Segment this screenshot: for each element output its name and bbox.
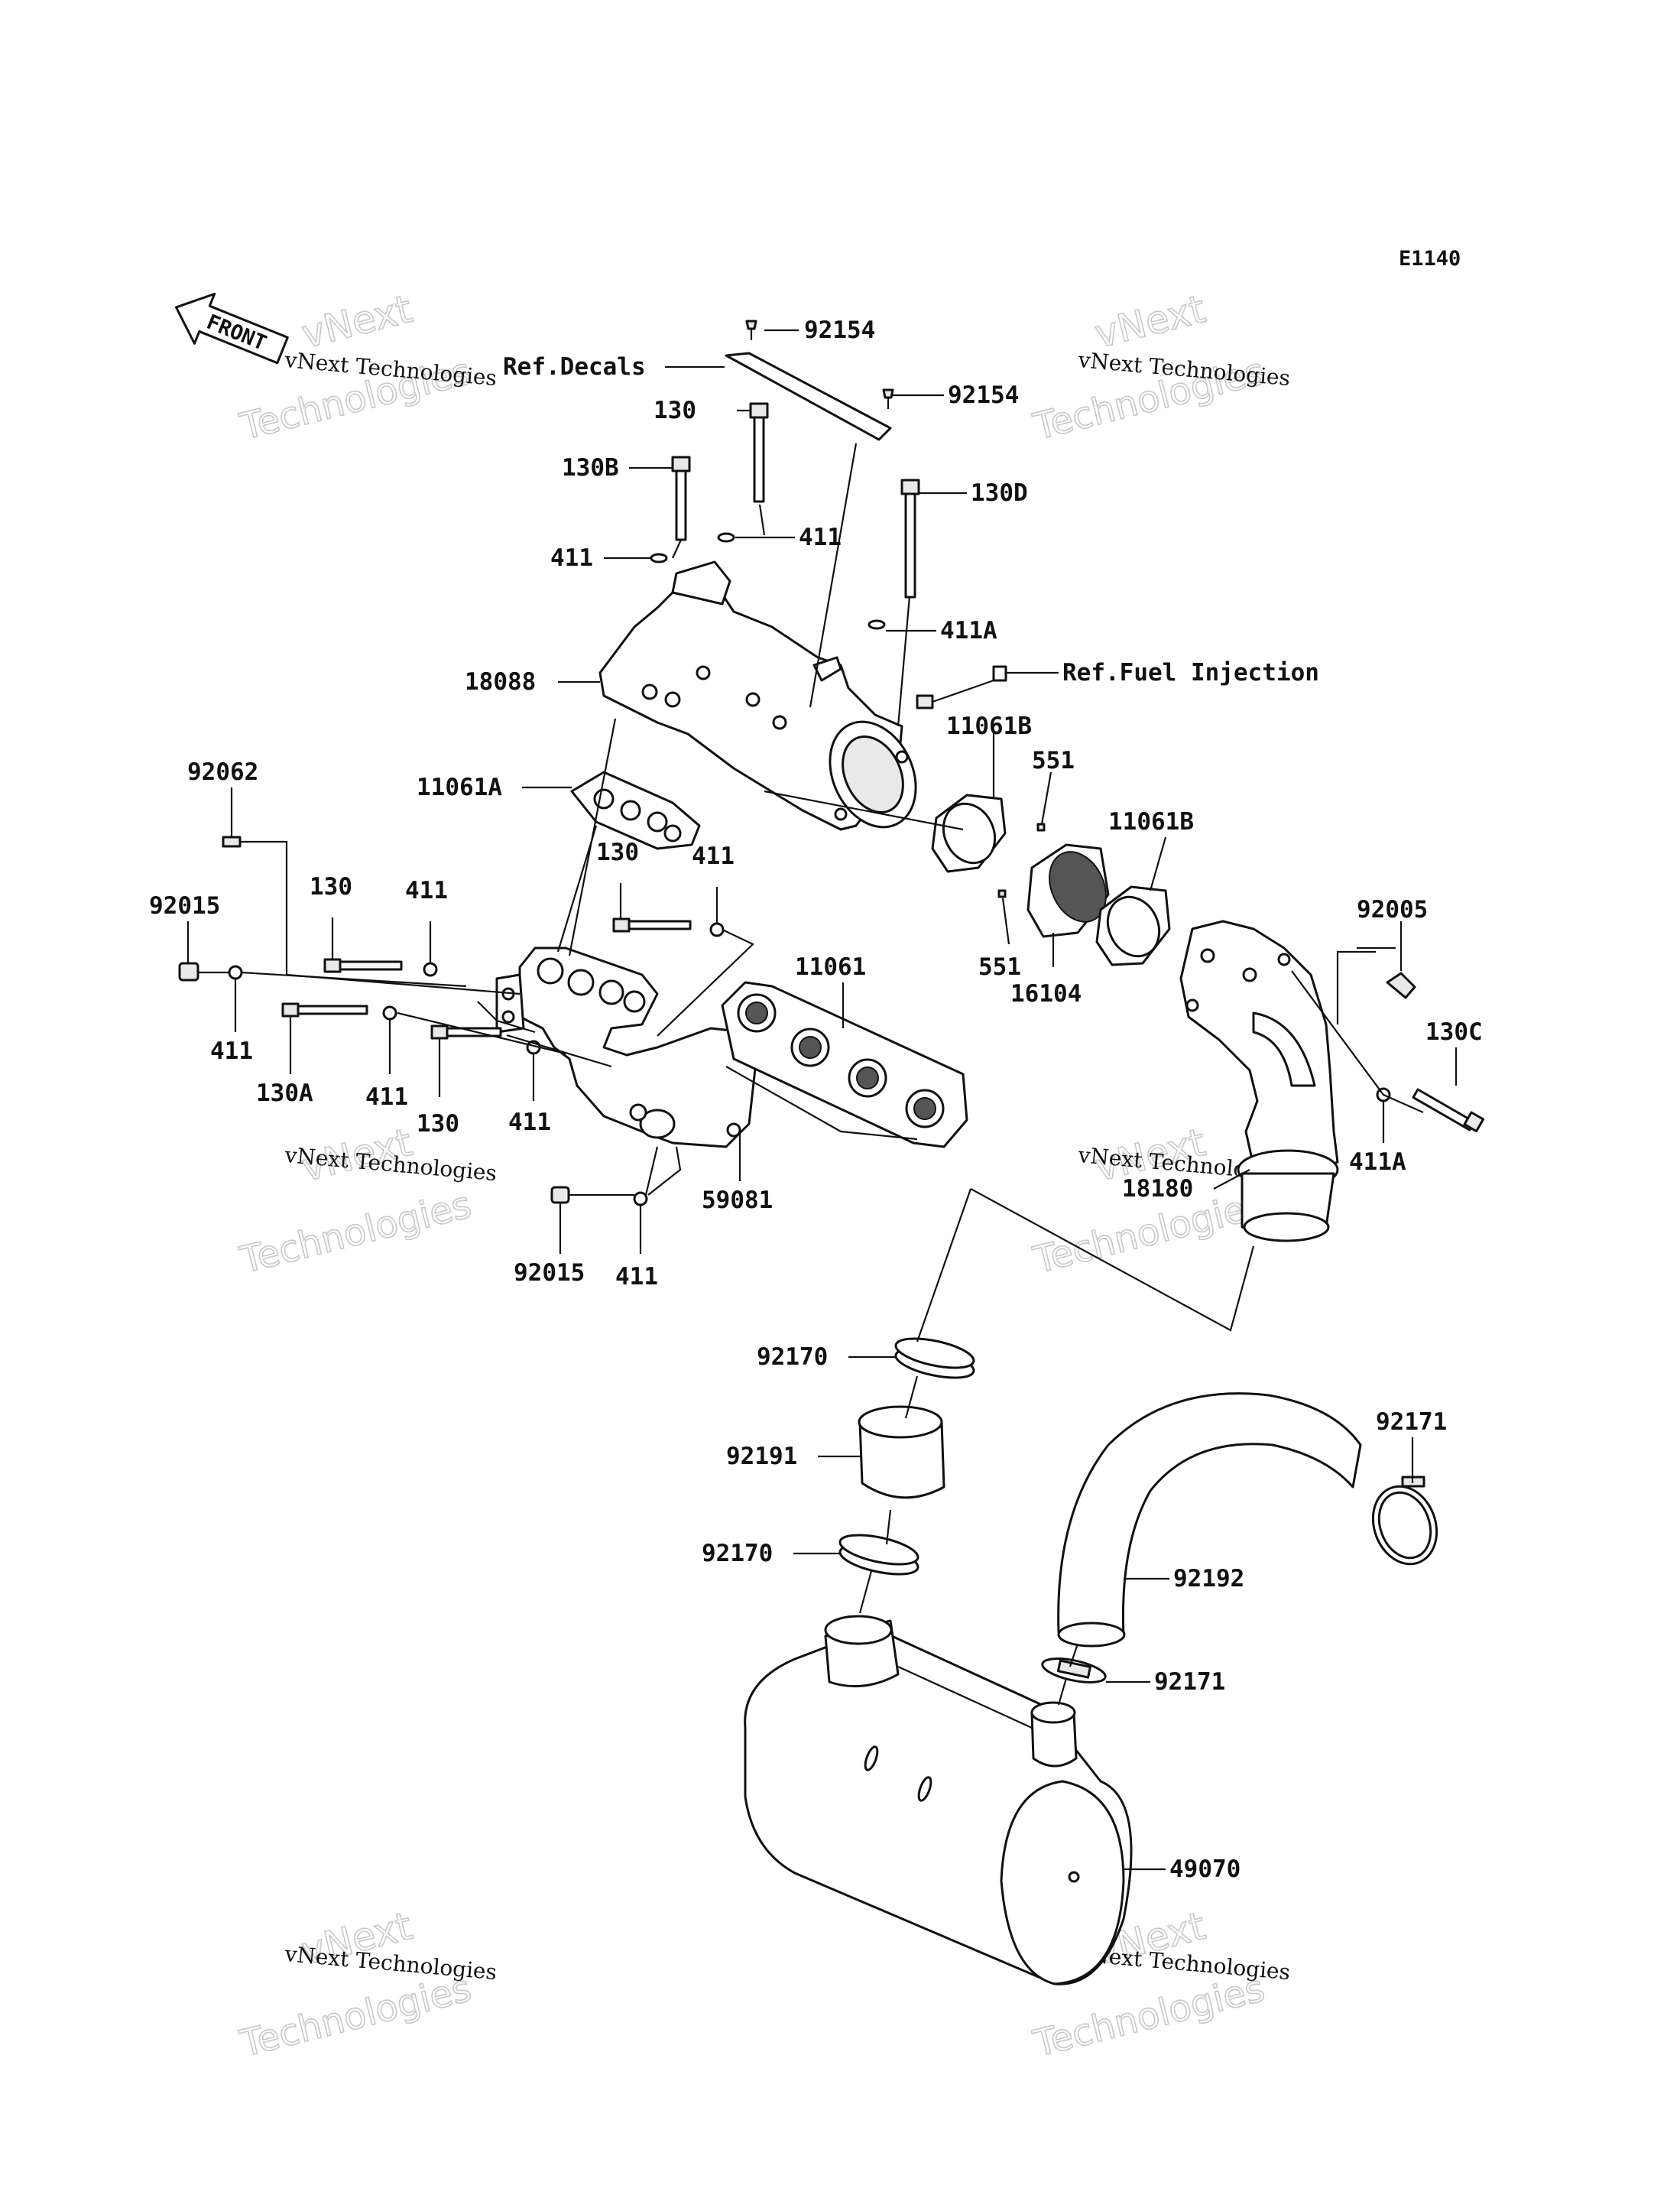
label-92170: 92170 xyxy=(757,1343,828,1371)
bolt-130-b xyxy=(323,958,403,973)
label-411: 411 xyxy=(550,544,593,572)
hose-92192 xyxy=(1057,1392,1362,1648)
bolt-130c xyxy=(1412,1088,1485,1133)
fitting-92005 xyxy=(1386,972,1416,999)
exhaust-elbow-18180 xyxy=(1179,920,1339,1242)
washer-411-c xyxy=(228,965,243,980)
label-551: 551 xyxy=(1032,747,1075,774)
watermark-text: Technologies xyxy=(235,1183,475,1282)
watermark-text: Technologies xyxy=(235,1967,475,2066)
label-11061b: 11061B xyxy=(946,713,1032,740)
label-92015: 92015 xyxy=(149,892,220,920)
label-551: 551 xyxy=(978,953,1021,981)
gasket-11061 xyxy=(721,981,968,1148)
ref-fuel-injection-label: Ref.Fuel Injection xyxy=(1062,659,1319,687)
label-92171: 92171 xyxy=(1376,1408,1447,1436)
label-411: 411 xyxy=(615,1263,658,1291)
label-411: 411 xyxy=(692,843,735,870)
muffler-49070 xyxy=(744,1615,1133,1985)
exhaust-manifold-18088 xyxy=(598,560,917,831)
label-130b: 130B xyxy=(562,454,619,482)
label-130: 130 xyxy=(654,397,696,424)
watermark-mid-left: vNext Technologies vNext Technologies xyxy=(235,1119,498,1282)
pin-551-b xyxy=(997,889,1007,898)
label-18088: 18088 xyxy=(465,668,536,696)
label-411a: 411A xyxy=(1349,1148,1406,1176)
watermark-text: vNext xyxy=(1091,287,1210,357)
screw-92154-b xyxy=(882,388,894,409)
label-16104: 16104 xyxy=(1010,980,1082,1008)
bolt-130d xyxy=(900,479,920,599)
part-labels: 92154 92154 Ref.Decals 130 130B 130D 411… xyxy=(149,317,1483,1883)
nut-92015-a xyxy=(178,962,199,982)
watermark-text: vNext xyxy=(297,287,417,357)
ref-decals-label: Ref.Decals xyxy=(503,353,646,381)
label-59081: 59081 xyxy=(702,1187,773,1214)
clamp-92170-a xyxy=(894,1337,975,1379)
label-11061b: 11061B xyxy=(1108,808,1194,836)
label-130: 130 xyxy=(310,873,352,901)
label-11061a: 11061A xyxy=(417,774,502,801)
washer-411-d xyxy=(423,962,438,977)
label-92015: 92015 xyxy=(514,1259,585,1287)
label-11061: 11061 xyxy=(795,953,866,981)
label-130a: 130A xyxy=(256,1080,313,1107)
gasket-11061b-b xyxy=(1095,885,1171,966)
nut-92015-b xyxy=(550,1186,570,1204)
label-411a: 411A xyxy=(940,617,997,644)
washer-411-h xyxy=(633,1191,648,1206)
leader-lines xyxy=(186,329,1458,1871)
label-92005: 92005 xyxy=(1357,896,1428,924)
bolt-130-c xyxy=(612,917,692,933)
diagram-code: E1140 xyxy=(1399,247,1461,271)
washer-411-f xyxy=(382,1005,397,1021)
bolt-130-top xyxy=(749,402,769,503)
adapter-16104 xyxy=(1026,843,1110,938)
front-arrow-icon: FRONT xyxy=(174,292,289,365)
label-411: 411 xyxy=(799,524,842,551)
hose-92191 xyxy=(858,1405,945,1499)
exhaust-pipe-assembly xyxy=(495,946,758,1148)
watermark-top-left: vNext Technologies vNext Technologies xyxy=(235,286,498,449)
stud-92062 xyxy=(222,836,242,848)
label-130: 130 xyxy=(417,1110,459,1138)
label-92192: 92192 xyxy=(1173,1565,1244,1592)
washer-411-a xyxy=(650,553,668,563)
bolt-130b xyxy=(671,456,691,541)
label-411: 411 xyxy=(405,877,448,904)
label-92062: 92062 xyxy=(187,758,258,786)
label-49070: 49070 xyxy=(1169,1855,1241,1883)
watermark-bottom-left: vNext Technologies vNext Technologies xyxy=(235,1903,498,2066)
washer-411a-top xyxy=(868,619,886,630)
clamp-92170-b xyxy=(838,1534,919,1576)
gasket-11061b-a xyxy=(931,794,1007,873)
watermark-top-right: vNext Technologies vNext Technologies xyxy=(1029,286,1292,449)
label-411: 411 xyxy=(210,1037,253,1065)
label-411: 411 xyxy=(508,1109,551,1136)
decal-bracket xyxy=(725,352,892,441)
gasket-11061a xyxy=(570,771,701,850)
label-92154: 92154 xyxy=(804,317,875,344)
clamp-92171-a xyxy=(1371,1476,1438,1566)
label-92170: 92170 xyxy=(702,1540,773,1567)
fuel-injection-sensor xyxy=(916,665,1007,709)
label-92171: 92171 xyxy=(1154,1668,1225,1696)
bolt-130a xyxy=(281,1002,368,1018)
label-130d: 130D xyxy=(971,479,1028,507)
label-18180: 18180 xyxy=(1122,1175,1193,1203)
screw-92154-a xyxy=(745,320,757,340)
label-130c: 130C xyxy=(1425,1018,1483,1046)
label-130: 130 xyxy=(596,839,639,866)
label-92154: 92154 xyxy=(948,381,1019,409)
label-411: 411 xyxy=(365,1083,408,1111)
label-92191: 92191 xyxy=(726,1443,797,1470)
clamp-92171-b xyxy=(1041,1657,1107,1683)
washer-411-b xyxy=(717,532,735,543)
pin-551-a xyxy=(1036,823,1046,832)
bolt-130-d xyxy=(430,1024,502,1040)
washer-411-e xyxy=(709,922,725,937)
